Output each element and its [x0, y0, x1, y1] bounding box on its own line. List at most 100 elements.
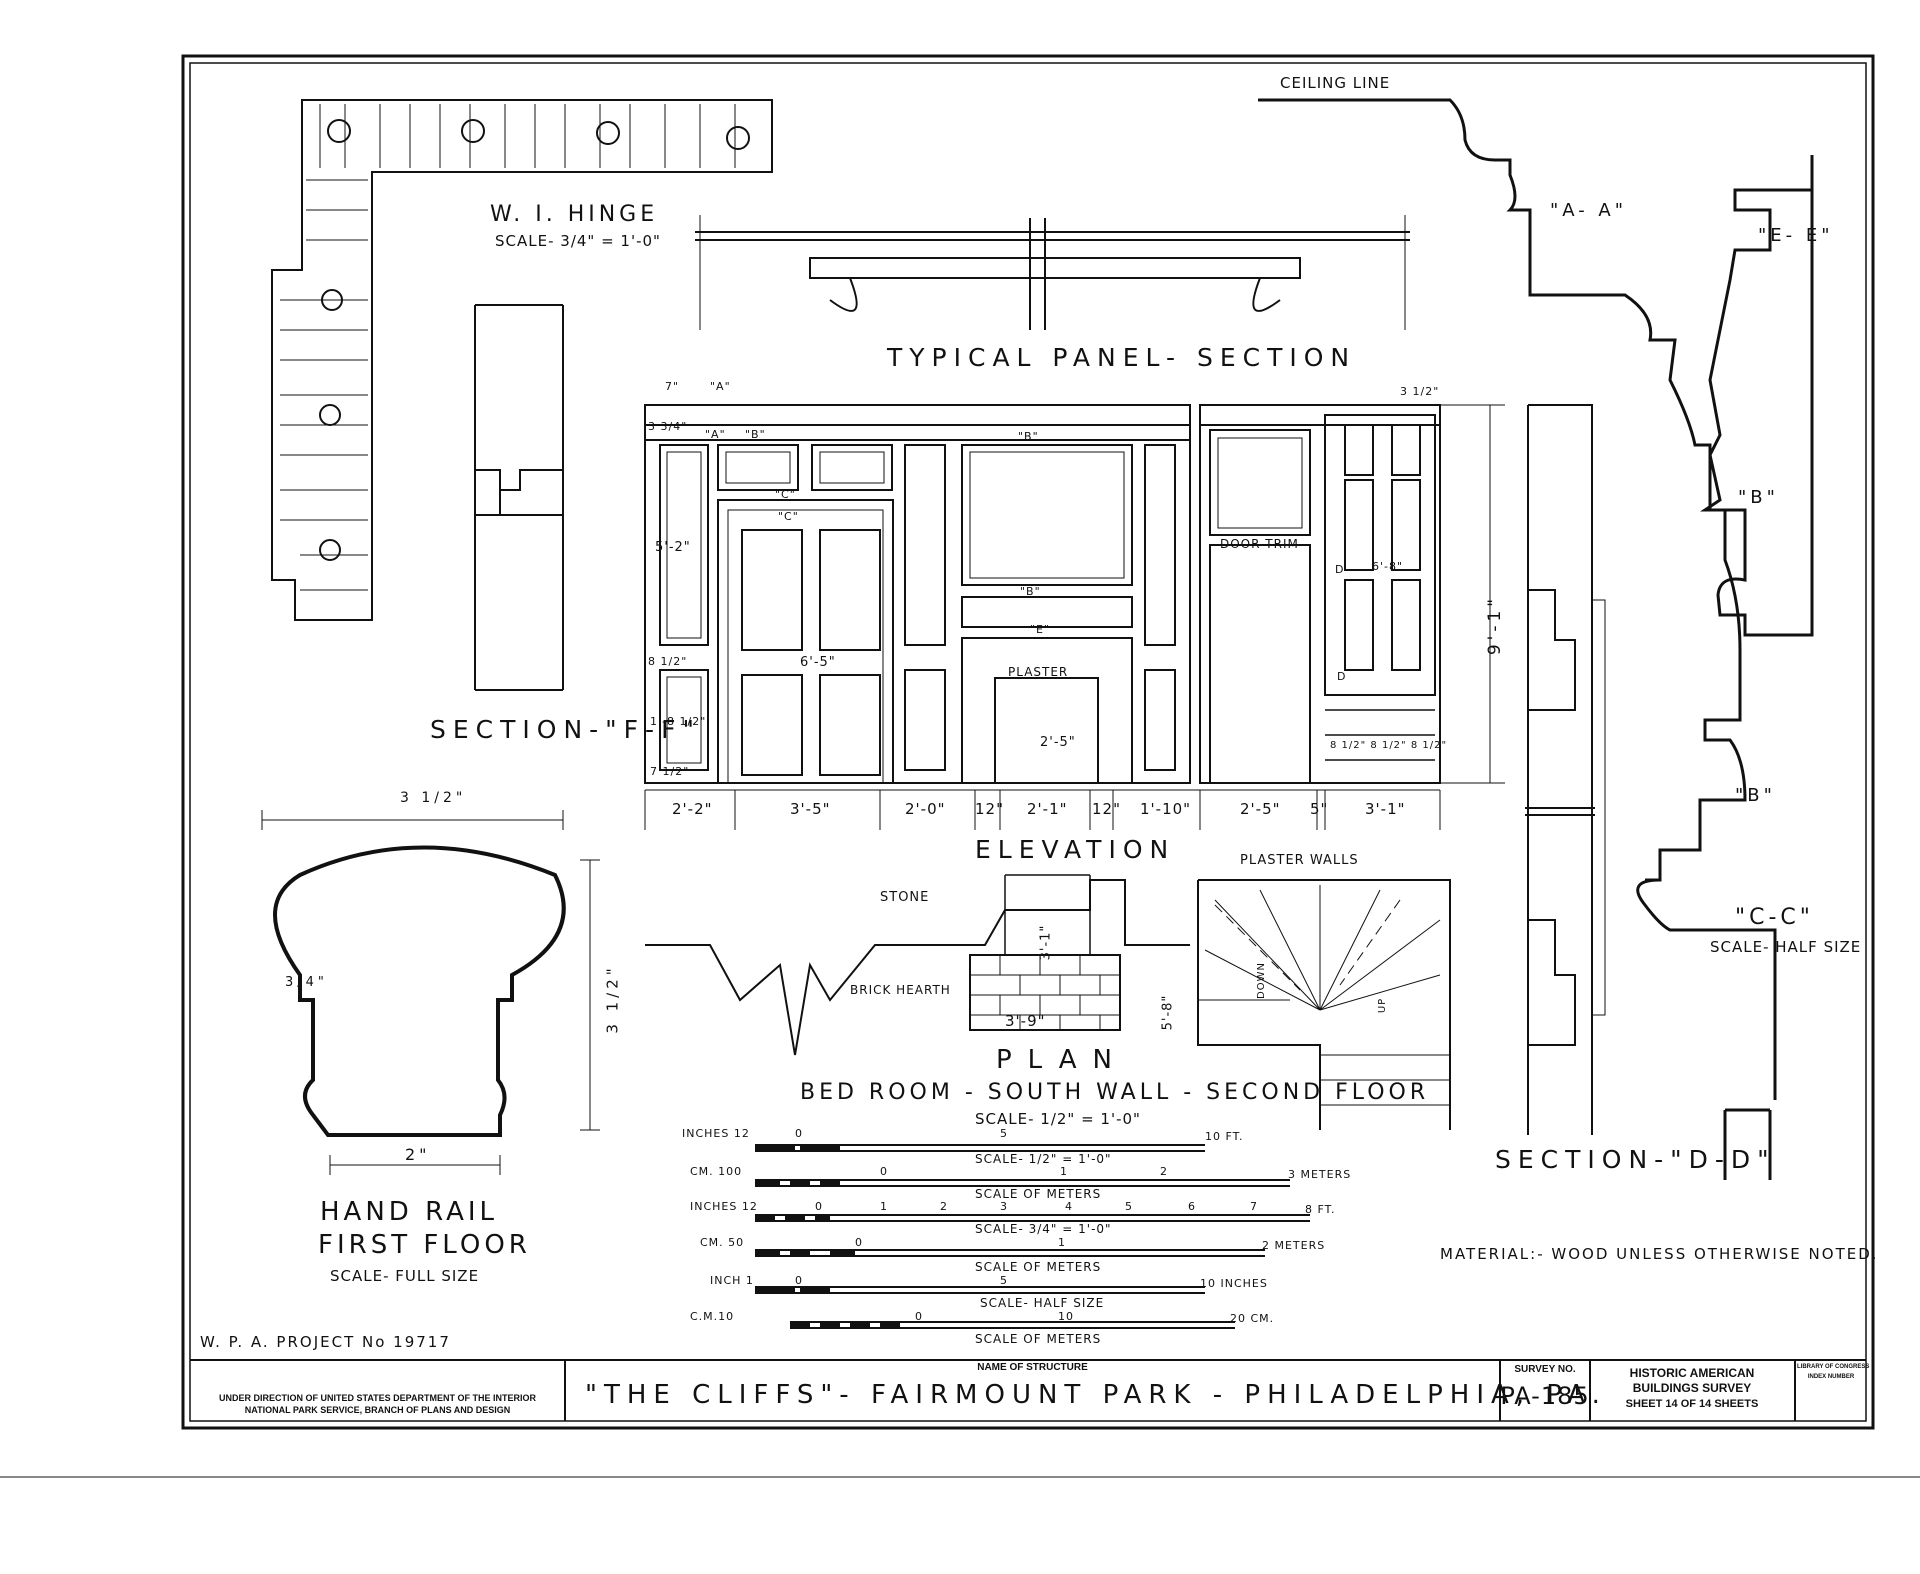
- profile-b2-label: "B": [1735, 785, 1776, 806]
- scale-4-end: 2 METERS: [1262, 1239, 1326, 1252]
- vdim-top: 7": [665, 380, 680, 393]
- scale-3-tick-2: 2: [940, 1200, 948, 1213]
- profile-b1-label: "B": [1738, 487, 1779, 508]
- elevation-height: 9'-1": [1485, 594, 1506, 656]
- stair-width-label: 5'-8": [1160, 994, 1176, 1031]
- sheet-number: SHEET 14 OF 14 SHEETS: [1625, 1398, 1759, 1410]
- marker-a1: "A": [710, 380, 731, 393]
- scale-6-left: C.M.10: [690, 1310, 735, 1323]
- direction-line-2: NATIONAL PARK SERVICE, BRANCH OF PLANS A…: [244, 1405, 511, 1415]
- section-ff-drawing: [474, 304, 564, 691]
- profile-cc-label: "C-C": [1735, 905, 1814, 930]
- vdim-door: 6'-5": [800, 655, 836, 670]
- handrail-drawing: [273, 845, 566, 1137]
- hearth-depth-label: 3'-1": [1038, 924, 1054, 961]
- vdim-right-top: 3 1/2": [1400, 385, 1440, 398]
- scale-1-tick-5: 5: [1000, 1127, 1008, 1140]
- marker-e: "E": [1030, 623, 1051, 636]
- profile-ee-label: "E- E": [1758, 225, 1834, 246]
- scale-5-left: INCH 1: [710, 1274, 754, 1287]
- scale-3-left: INCHES 12: [690, 1200, 758, 1213]
- wpa-project-label: W. P. A. PROJECT No 19717: [200, 1333, 451, 1351]
- scale-6-tick-10: 10: [1058, 1310, 1074, 1323]
- direction-line-1: UNDER DIRECTION OF UNITED STATES DEPARTM…: [219, 1393, 536, 1403]
- vdim-base: 7 1/2": [650, 765, 690, 778]
- scale-2-left: CM. 100: [690, 1165, 743, 1178]
- scale-1-left: INCHES 12: [682, 1127, 750, 1140]
- vdim-fireplace: 2'-5": [1040, 735, 1076, 750]
- survey-number: PA-185: [1500, 1382, 1590, 1410]
- section-dd-title: SECTION-"D-D": [1495, 1145, 1776, 1174]
- marker-a2: "A": [705, 428, 726, 441]
- scale-3-tick-4: 4: [1065, 1200, 1073, 1213]
- loc-line-2: INDEX NUMBER: [1807, 1374, 1855, 1380]
- elevation-dim-10: 3'-1": [1365, 800, 1406, 818]
- hinge-scale: SCALE- 3/4" = 1'-0": [495, 232, 661, 250]
- vdim-b: 8 1/2": [648, 655, 688, 668]
- section-dd-drawing: [1525, 404, 1606, 1135]
- scale-5-caption: SCALE- HALF SIZE: [980, 1296, 1105, 1310]
- hinge-drawing: [271, 99, 773, 621]
- scale-3-tick-3: 3: [1000, 1200, 1008, 1213]
- name-of-structure-label: NAME OF STRUCTURE: [977, 1362, 1088, 1373]
- scale-3-tick-0: 0: [815, 1200, 823, 1213]
- scale-6-tick-0: 0: [915, 1310, 923, 1323]
- scale-2-end: 3 METERS: [1288, 1168, 1352, 1181]
- scale-5-end: 10 INCHES: [1200, 1277, 1268, 1290]
- brick-hearth-label: BRICK HEARTH: [850, 983, 951, 997]
- plan-title: PLAN: [996, 1045, 1128, 1075]
- plaster-label: PLASTER: [1008, 665, 1069, 679]
- marker-b2: "B": [1018, 430, 1039, 443]
- plan-drawing: [645, 874, 1190, 1056]
- handrail-width-bottom: 2": [405, 1145, 431, 1164]
- door-trim-label: DOOR TRIM: [1220, 537, 1299, 551]
- scale-1-end: 10 FT.: [1205, 1130, 1244, 1143]
- marker-d1: D: [1335, 563, 1345, 576]
- survey-no-label: SURVEY NO.: [1514, 1364, 1576, 1375]
- elevation-title: ELEVATION: [975, 835, 1176, 864]
- section-ff-title: SECTION-"F-F": [430, 715, 701, 744]
- scale-6-end: 20 CM.: [1230, 1312, 1275, 1325]
- hinge-title: W. I. HINGE: [490, 202, 659, 227]
- scale-5-tick-5: 5: [1000, 1274, 1008, 1287]
- handrail-title-2: FIRST FLOOR: [318, 1230, 531, 1260]
- handrail-notch: 3/4": [285, 975, 328, 990]
- scale-6-caption: SCALE OF METERS: [975, 1332, 1102, 1346]
- marker-b3: "B": [1020, 585, 1041, 598]
- handrail-title-1: HAND RAIL: [320, 1197, 499, 1227]
- elevation-dim-9: 5": [1310, 800, 1329, 818]
- elevation-dim-5: 2'-1": [1027, 800, 1068, 818]
- inner-border: [189, 62, 1867, 1422]
- ceiling-line-label: CEILING LINE: [1280, 74, 1391, 92]
- scale-3-end: 8 FT.: [1305, 1203, 1336, 1216]
- scale-4-tick-0: 0: [855, 1236, 863, 1249]
- scale-3-tick-7: 7: [1250, 1200, 1258, 1213]
- hearth-width-label: 3'-9": [1005, 1012, 1046, 1030]
- handrail-scale: SCALE- FULL SIZE: [330, 1267, 480, 1285]
- scale-2-tick-1: 1: [1060, 1165, 1068, 1178]
- scale-3-tick-5: 5: [1125, 1200, 1133, 1213]
- elevation-dim-7: 1'-10": [1140, 800, 1192, 818]
- elevation-dim-4: 12": [975, 800, 1004, 818]
- down-label: DOWN: [1255, 962, 1267, 999]
- habs-line-1: HISTORIC AMERICAN: [1629, 1366, 1755, 1380]
- scale-4-caption: SCALE OF METERS: [975, 1260, 1102, 1274]
- scale-3-caption: SCALE- 3/4" = 1'-0": [975, 1222, 1112, 1236]
- elevation-dim-2: 3'-5": [790, 800, 831, 818]
- scale-2-caption: SCALE OF METERS: [975, 1187, 1102, 1201]
- plaster-walls-label: PLASTER WALLS: [1240, 853, 1359, 868]
- scale-1-caption: SCALE- 1/2" = 1'-0": [975, 1152, 1112, 1166]
- scale-2-tick-0: 0: [880, 1165, 888, 1178]
- marker-b1: "B": [745, 428, 766, 441]
- structure-name: "THE CLIFFS"- FAIRMOUNT PARK - PHILADELP…: [585, 1380, 1607, 1410]
- habs-line-2: BUILDINGS SURVEY: [1632, 1381, 1752, 1395]
- scale-4-left: CM. 50: [700, 1236, 745, 1249]
- marker-c: "C": [775, 488, 796, 501]
- stair-plan-drawing: [1197, 879, 1451, 1130]
- panel-section-title: TYPICAL PANEL- SECTION: [887, 343, 1357, 372]
- handrail-width-top: 3 1/2": [400, 790, 467, 806]
- up-label: UP: [1377, 997, 1389, 1014]
- scale-1-tick-0: 0: [795, 1127, 803, 1140]
- elevation-dim-8: 2'-5": [1240, 800, 1281, 818]
